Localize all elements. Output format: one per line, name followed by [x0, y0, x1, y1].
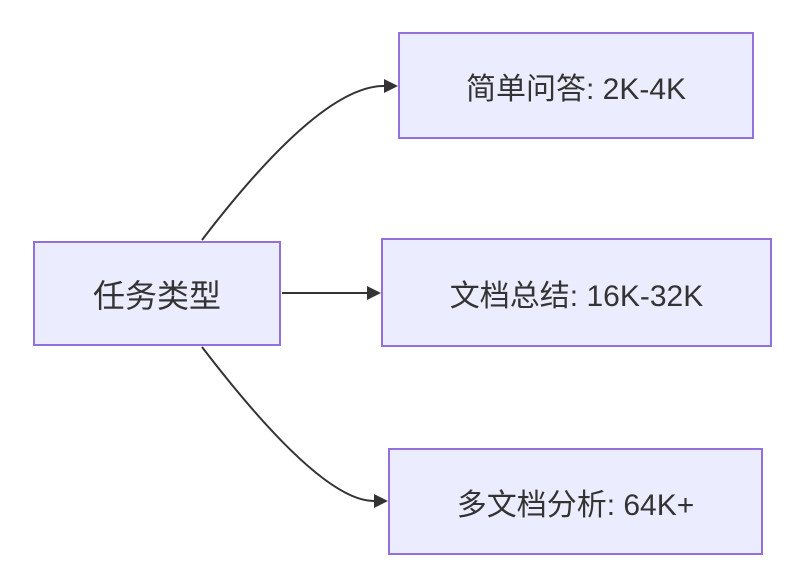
arrowhead-simple-qa — [384, 79, 398, 93]
node-multi-doc-label: 多文档分析: 64K+ — [456, 488, 695, 522]
arrow-to-multi-doc — [201, 346, 375, 502]
node-task-type-label: 任务类型 — [92, 277, 221, 314]
node-doc-summary: 文档总结: 16K-32K — [381, 238, 772, 347]
node-simple-qa: 简单问答: 2K-4K — [398, 32, 754, 139]
node-multi-doc: 多文档分析: 64K+ — [388, 448, 763, 555]
node-task-type: 任务类型 — [33, 241, 281, 346]
node-simple-qa-label: 简单问答: 2K-4K — [465, 72, 687, 106]
node-doc-summary-label: 文档总结: 16K-32K — [449, 279, 704, 313]
arrowhead-multi-doc — [374, 494, 388, 508]
arrow-to-simple-qa — [201, 85, 385, 241]
arrowhead-doc-summary — [367, 286, 381, 300]
